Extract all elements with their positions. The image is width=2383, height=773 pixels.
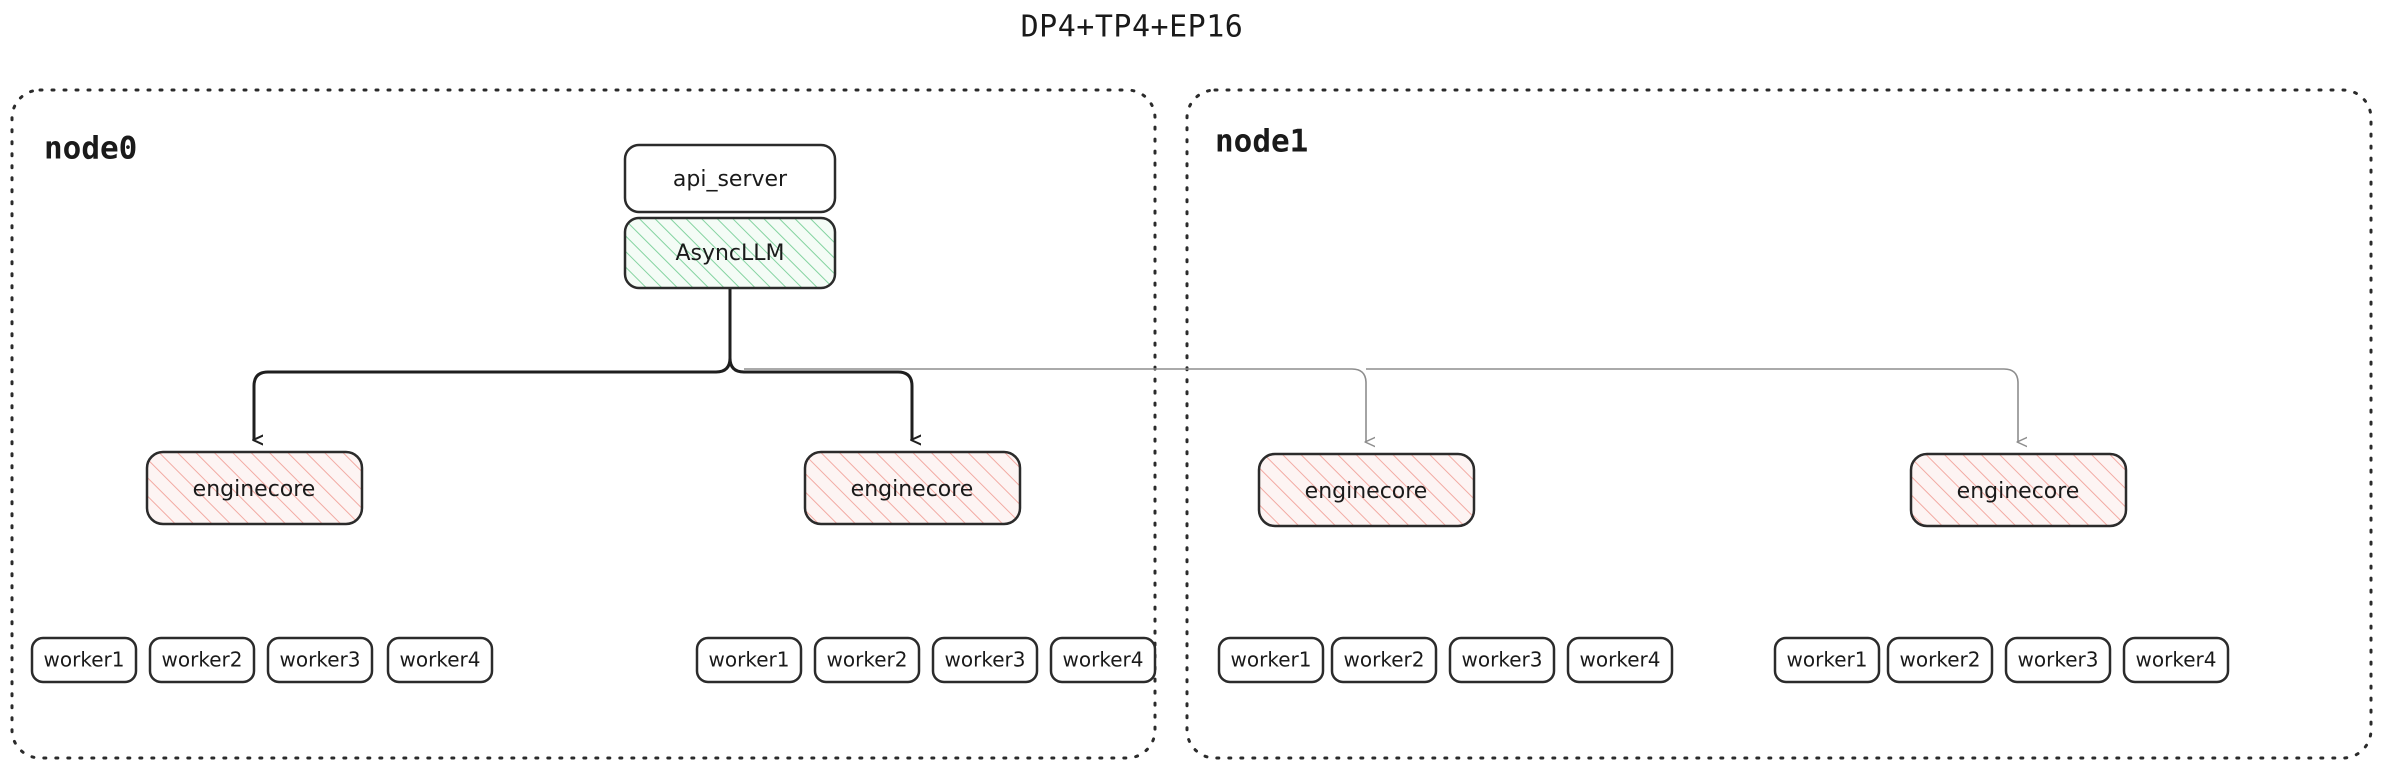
worker-box-shape[interactable]: [1773, 636, 1881, 684]
worker-box[interactable]: worker2: [148, 636, 256, 684]
worker-box-shape[interactable]: [30, 636, 138, 684]
api-server-box[interactable]: api_server: [623, 143, 837, 214]
worker-box[interactable]: worker4: [2122, 636, 2230, 684]
worker-box[interactable]: worker3: [1448, 636, 1556, 684]
node1-label: node1: [1215, 124, 1308, 160]
asyncllm-box[interactable]: AsyncLLM: [623, 216, 837, 290]
worker-box-shape[interactable]: [2122, 636, 2230, 684]
worker-label: worker3: [945, 648, 1026, 672]
worker-label: worker4: [1580, 648, 1661, 672]
node0-label: node0: [44, 131, 137, 167]
worker-box-shape[interactable]: [813, 636, 921, 684]
enginecore-node0-0[interactable]: enginecore: [145, 450, 364, 526]
worker-box[interactable]: worker3: [266, 636, 374, 684]
page-title: DP4+TP4+EP16: [1021, 10, 1244, 45]
worker-box-shape[interactable]: [1448, 636, 1556, 684]
edge-asyncllm-to-node0-ec0: [254, 357, 732, 440]
worker-label: worker2: [827, 648, 908, 672]
worker-box-shape[interactable]: [266, 636, 374, 684]
worker-box[interactable]: worker2: [813, 636, 921, 684]
worker-label: worker1: [1787, 648, 1868, 672]
worker-label: worker1: [1231, 648, 1312, 672]
worker-box-shape[interactable]: [2004, 636, 2112, 684]
worker-box[interactable]: worker4: [1049, 636, 1157, 684]
edge-asyncllm-to-node1-ec1: [1366, 368, 2018, 442]
worker-box-shape[interactable]: [1330, 636, 1438, 684]
enginecore-node1-1-shape[interactable]: [1909, 452, 2128, 528]
worker-box-shape[interactable]: [1217, 636, 1325, 684]
asyncllm-box-shape[interactable]: [623, 216, 837, 290]
worker-box[interactable]: worker2: [1330, 636, 1438, 684]
enginecore-node0-1-label: enginecore: [851, 477, 974, 502]
worker-label: worker1: [44, 648, 125, 672]
worker-label: worker4: [2136, 648, 2217, 672]
worker-group-node0-0: worker1 worker2 worker3 worker4: [30, 636, 494, 684]
worker-group-node1-1: worker1 worker2 worker3 worker4: [1773, 636, 2230, 684]
enginecore-node1-0-label: enginecore: [1305, 479, 1428, 504]
worker-box-shape[interactable]: [931, 636, 1039, 684]
edge-asyncllm-to-node0-ec1: [728, 357, 912, 440]
worker-label: worker3: [2018, 648, 2099, 672]
worker-box[interactable]: worker1: [695, 636, 803, 684]
worker-box-shape[interactable]: [1566, 636, 1674, 684]
enginecore-node0-1[interactable]: enginecore: [803, 450, 1022, 526]
worker-box-shape[interactable]: [1049, 636, 1157, 684]
enginecore-node0-0-shape[interactable]: [145, 450, 364, 526]
worker-box-shape[interactable]: [695, 636, 803, 684]
worker-group-node1-0: worker1 worker2 worker3 worker4: [1217, 636, 1674, 684]
api-server-label: api_server: [673, 167, 788, 192]
worker-label: worker2: [1344, 648, 1425, 672]
node-group-node0: node0: [10, 88, 1157, 760]
node0-container: [10, 88, 1157, 760]
worker-box[interactable]: worker1: [1217, 636, 1325, 684]
worker-box[interactable]: worker4: [386, 636, 494, 684]
enginecore-node1-0[interactable]: enginecore: [1257, 452, 1476, 528]
enginecore-node0-1-shape[interactable]: [803, 450, 1022, 526]
worker-box-shape[interactable]: [148, 636, 256, 684]
worker-label: worker3: [1462, 648, 1543, 672]
worker-label: worker4: [400, 648, 481, 672]
worker-label: worker3: [280, 648, 361, 672]
worker-box[interactable]: worker1: [1773, 636, 1881, 684]
worker-box[interactable]: worker2: [1886, 636, 1994, 684]
worker-label: worker4: [1063, 648, 1144, 672]
worker-box[interactable]: worker4: [1566, 636, 1674, 684]
worker-label: worker2: [1900, 648, 1981, 672]
api-server-box-shape[interactable]: [623, 143, 837, 214]
edge-asyncllm-to-node1-ec0: [744, 368, 1366, 442]
asyncllm-label: AsyncLLM: [675, 241, 784, 266]
enginecore-node1-0-shape[interactable]: [1257, 452, 1476, 528]
worker-box[interactable]: worker3: [931, 636, 1039, 684]
worker-box[interactable]: worker1: [30, 636, 138, 684]
enginecore-node0-0-label: enginecore: [193, 477, 316, 502]
enginecore-node1-1-label: enginecore: [1957, 479, 2080, 504]
worker-box-shape[interactable]: [1886, 636, 1994, 684]
worker-box-shape[interactable]: [386, 636, 494, 684]
worker-label: worker2: [162, 648, 243, 672]
worker-group-node0-1: worker1 worker2 worker3 worker4: [695, 636, 1157, 684]
worker-box[interactable]: worker3: [2004, 636, 2112, 684]
node-group-node1: node1: [1185, 88, 2373, 760]
worker-label: worker1: [709, 648, 790, 672]
enginecore-node1-1[interactable]: enginecore: [1909, 452, 2128, 528]
node1-container: [1185, 88, 2373, 760]
